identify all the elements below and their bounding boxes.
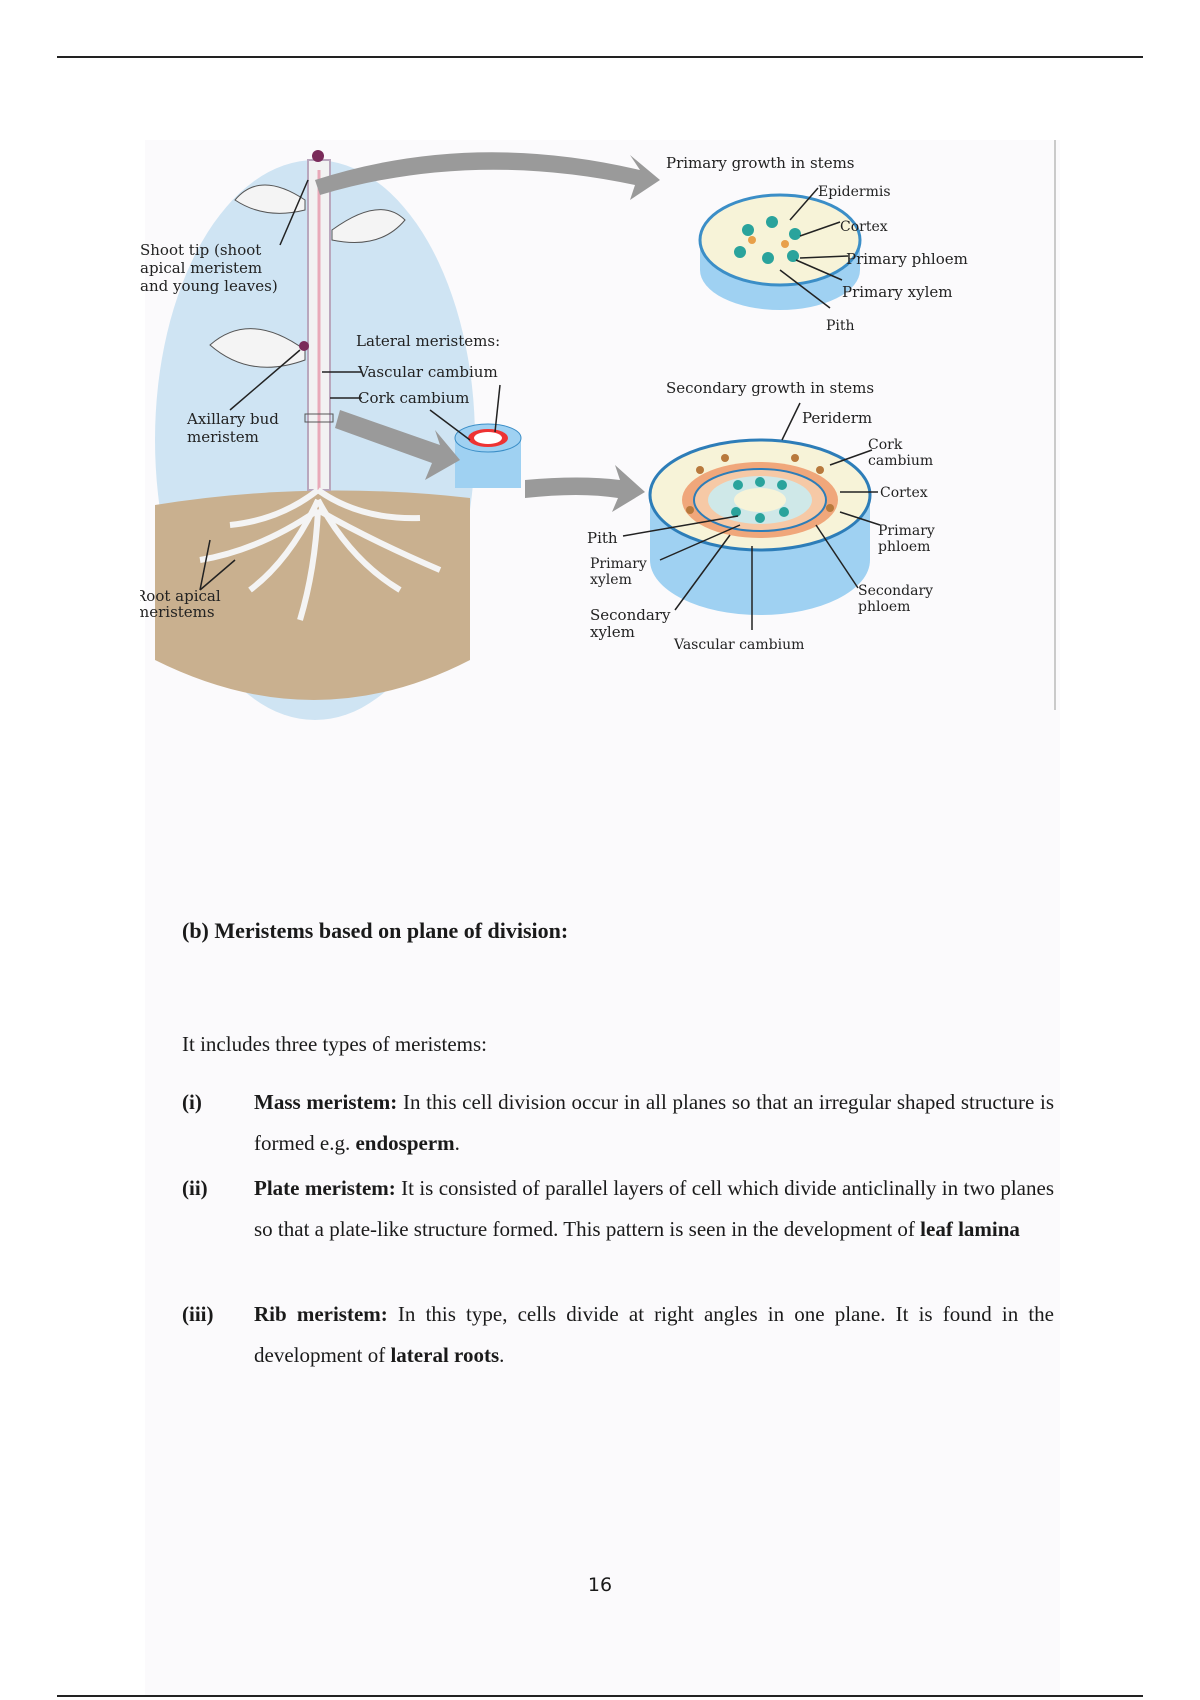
label-pith: Pith: [826, 318, 855, 334]
label-secondary-xylem-1: Secondary: [590, 606, 671, 624]
item-bold-end: endosperm: [355, 1131, 454, 1155]
cylinder-core: [474, 432, 502, 444]
label-root-apical-2: meristems: [140, 603, 215, 621]
label-primary-xylem: Primary xylem: [842, 283, 952, 301]
label-secondary-title: Secondary growth in stems: [666, 379, 874, 397]
item-end: .: [499, 1343, 504, 1367]
pith-area: [734, 488, 786, 512]
label-cork-cambium2-2: cambium: [868, 453, 933, 469]
label-cork-cambium: Cork cambium: [358, 389, 469, 407]
item-bold-end: lateral roots: [390, 1343, 499, 1367]
term-rib-meristem: Rib meristem:: [254, 1302, 388, 1326]
label-epidermis: Epidermis: [818, 184, 891, 200]
list-item-number: (iii): [182, 1294, 214, 1335]
label-secondary-phloem-1: Secondary: [858, 583, 933, 599]
label-secondary-xylem-2: xylem: [590, 623, 635, 641]
label-vascular-cambium: Vascular cambium: [357, 363, 498, 381]
label-cork-cambium2-1: Cork: [868, 437, 903, 453]
bottom-rule: [57, 1695, 1143, 1697]
label-shoot-tip-1: Shoot tip (shoot: [140, 241, 261, 259]
label-shoot-tip-3: and young leaves): [140, 277, 278, 295]
section-heading: (b) Meristems based on plane of division…: [182, 910, 568, 951]
label-lateral-meristems: Lateral meristems:: [356, 332, 500, 350]
label-axillary-bud-2: meristem: [187, 428, 259, 446]
label-primary-phloem2-1: Primary: [878, 523, 935, 539]
label-primary-phloem: Primary phloem: [846, 250, 968, 268]
meristem-figure: Shoot tip (shoot apical meristem and you…: [140, 140, 1060, 720]
axillary-bud-marker: [299, 341, 309, 351]
list-item-number: (i): [182, 1082, 202, 1123]
section-intro: It includes three types of meristems:: [182, 1024, 487, 1065]
label-primary-xylem2-1: Primary: [590, 556, 647, 572]
item-bold-end: leaf lamina: [920, 1217, 1020, 1241]
item-end: .: [455, 1131, 460, 1155]
label-primary-title: Primary growth in stems: [666, 154, 855, 172]
label-shoot-tip-2: apical meristem: [140, 259, 262, 277]
term-plate-meristem: Plate meristem:: [254, 1176, 396, 1200]
shoot-tip-marker: [312, 150, 324, 162]
label-periderm: Periderm: [802, 409, 872, 427]
label-vascular-cambium2: Vascular cambium: [673, 637, 804, 653]
list-item-number: (ii): [182, 1168, 208, 1209]
page-number: 16: [0, 1574, 1200, 1596]
label-secondary-phloem-2: phloem: [858, 599, 910, 615]
label-pith2: Pith: [587, 529, 618, 547]
list-item-mass-meristem: (i) Mass meristem: In this cell division…: [182, 1082, 1054, 1164]
list-item-rib-meristem: (iii) Rib meristem: In this type, cells …: [182, 1294, 1054, 1376]
arrow-to-secondary: [525, 465, 645, 512]
label-cortex2: Cortex: [880, 485, 928, 501]
term-mass-meristem: Mass meristem:: [254, 1090, 397, 1114]
label-cortex: Cortex: [840, 219, 888, 235]
label-primary-phloem2-2: phloem: [878, 539, 930, 555]
list-item-plate-meristem: (ii) Plate meristem: It is consisted of …: [182, 1168, 1054, 1250]
primary-section-top: [700, 195, 860, 285]
label-primary-xylem2-2: xylem: [590, 572, 632, 588]
label-axillary-bud-1: Axillary bud: [186, 410, 279, 428]
top-rule: [57, 56, 1143, 58]
